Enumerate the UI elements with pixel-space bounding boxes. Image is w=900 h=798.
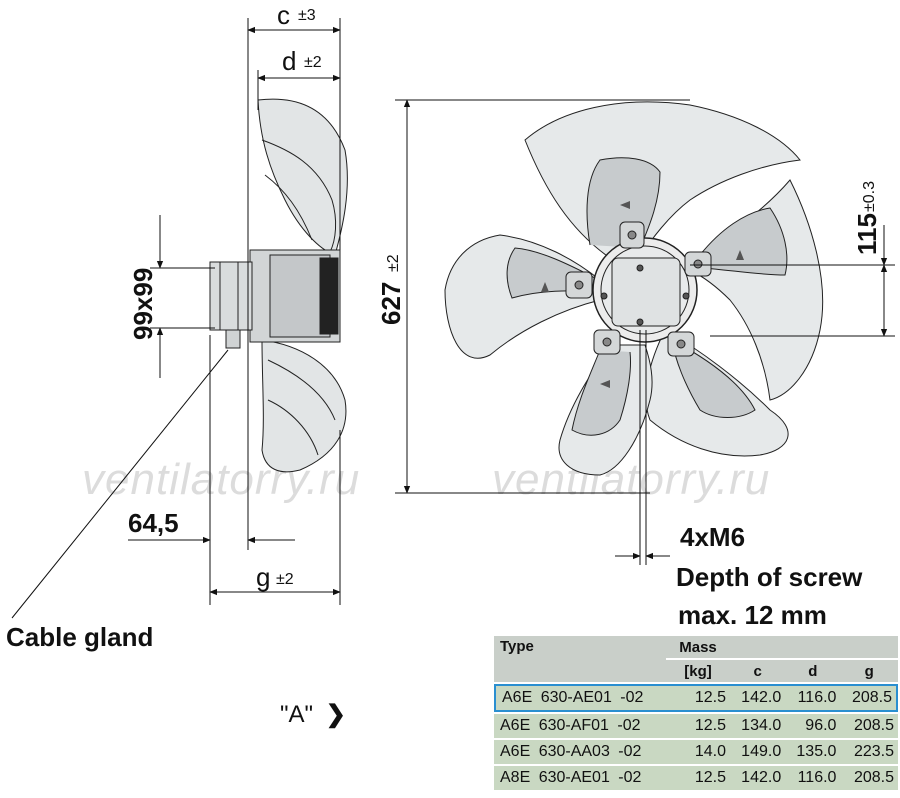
dim-offset-tol: ±0.3: [861, 181, 878, 212]
screw-label: 4xM6: [680, 522, 746, 552]
cell-mass: 12.5: [666, 766, 730, 790]
front-dimensions: [395, 99, 895, 565]
cell-d: 135.0: [785, 740, 841, 764]
cell-c: 134.0: [730, 714, 786, 738]
header-blank-c: [730, 636, 786, 658]
dim-dia-label: 627: [376, 282, 406, 325]
header-blank-g: [840, 636, 898, 658]
cell-c: 142.0: [730, 684, 786, 712]
cell-g: 208.5: [840, 714, 898, 738]
screw-depth-line1: Depth of screw: [676, 562, 863, 592]
dim-edge-label: 64,5: [128, 508, 179, 538]
dim-d-tol: ±2: [304, 54, 322, 71]
cell-mass: 12.5: [666, 684, 730, 712]
dim-c-label: c: [277, 0, 290, 30]
table-row[interactable]: A8E 630-AE01 -02 12.5 142.0 116.0 208.5: [494, 766, 898, 790]
cell-d: 96.0: [785, 714, 841, 738]
cell-type: A6E 630-AE01 -02: [494, 684, 666, 712]
cell-mass: 12.5: [666, 714, 730, 738]
cell-g: 208.5: [840, 684, 898, 712]
front-blade-right: [689, 179, 824, 401]
side-view: [209, 98, 348, 473]
header-type: Type: [494, 636, 666, 682]
cell-type: A6E 630-AA03 -02: [494, 740, 666, 764]
front-view: [444, 101, 824, 476]
cell-d: 116.0: [785, 766, 841, 790]
cell-g: 208.5: [840, 766, 898, 790]
dim-c-tol: ±3: [298, 7, 316, 24]
dim-dia-tol: ±2: [385, 254, 402, 272]
cell-g: 223.5: [840, 740, 898, 764]
screw-depth-line2: max. 12 mm: [678, 600, 827, 630]
cell-c: 142.0: [730, 766, 786, 790]
header-g: g: [840, 660, 898, 682]
cell-mass: 14.0: [666, 740, 730, 764]
side-blade-lower: [261, 339, 347, 473]
dim-offset-label: 115: [852, 213, 882, 255]
dim-d-label: d: [282, 46, 296, 76]
dim-g-tol: ±2: [276, 571, 294, 588]
header-d: d: [785, 660, 841, 682]
spec-header-row: Type Mass: [494, 636, 898, 682]
front-hub-box: [611, 257, 681, 327]
header-mass: Mass: [666, 636, 730, 658]
view-a-text: "A": [280, 701, 314, 728]
spec-header-row-2: [kg] c d g: [494, 660, 898, 682]
table-row[interactable]: A6E 630-AF01 -02 12.5 134.0 96.0 208.5: [494, 714, 898, 738]
side-dimensions: [11, 18, 341, 619]
cell-c: 149.0: [730, 740, 786, 764]
header-blank-d: [785, 636, 841, 658]
table-row[interactable]: A6E 630-AA03 -02 14.0 149.0 135.0 223.5: [494, 740, 898, 764]
view-a-label: "A" ❯: [280, 700, 346, 729]
cable-gland-label: Cable gland: [6, 622, 154, 652]
spec-table: Type Mass [kg] c d g A6E 630-AE01 -02 12…: [494, 634, 898, 792]
header-c: c: [730, 660, 786, 682]
header-mass-unit: [kg]: [666, 660, 730, 682]
dim-g-label: g: [256, 562, 270, 592]
table-row[interactable]: A6E 630-AE01 -02 12.5 142.0 116.0 208.5: [494, 684, 898, 712]
cable-gland: [225, 329, 241, 349]
watermark-right: ventilatorry.ru: [492, 455, 771, 504]
cell-type: A8E 630-AE01 -02: [494, 766, 666, 790]
side-blade-upper: [257, 98, 348, 256]
terminal-box: [209, 261, 253, 331]
dim-square-label: 99x99: [128, 268, 158, 340]
chevron-right-icon: ❯: [325, 701, 346, 728]
cell-type: A6E 630-AF01 -02: [494, 714, 666, 738]
cell-d: 116.0: [785, 684, 841, 712]
